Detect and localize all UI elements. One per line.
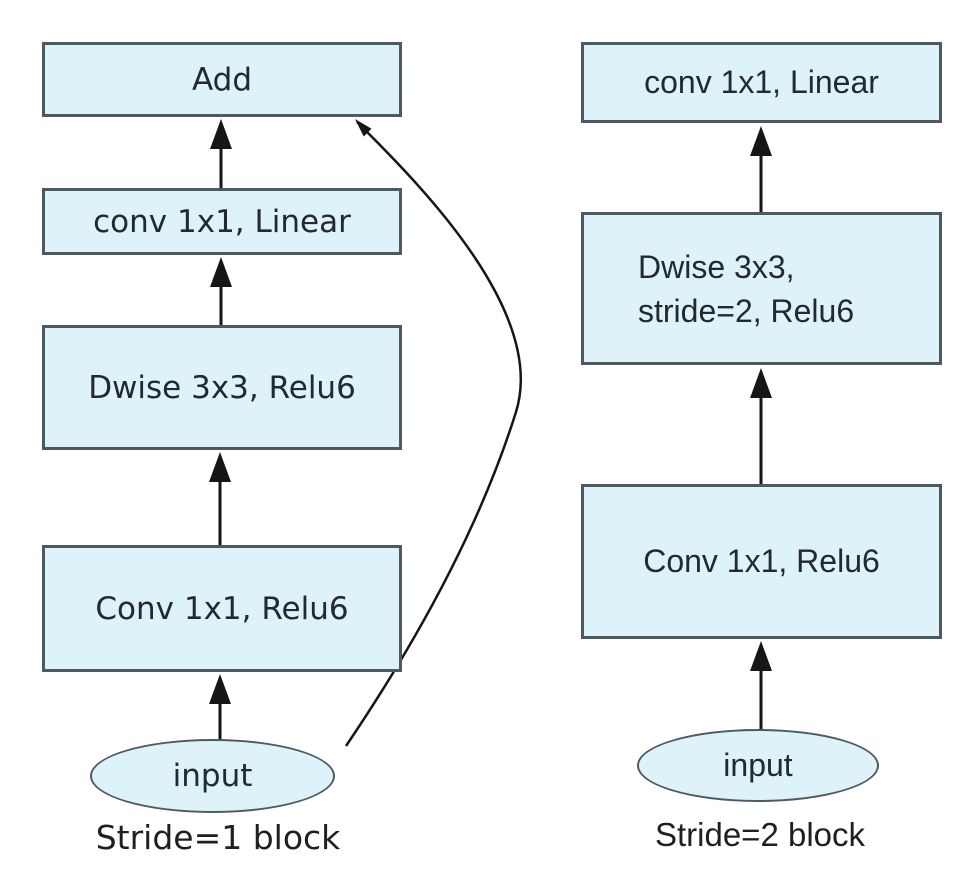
node-add-label: Add [191,61,253,98]
arrow-head [210,119,232,149]
arrow-left-convlinear-to-add [210,119,232,188]
arrow-right-dwise-to-convlinear [750,126,772,212]
caption-stride1-block: Stride=1 block [95,818,341,857]
skip-arrow-head [355,119,372,137]
node-conv-relu-left-label: Conv 1x1, Relu6 [95,590,349,627]
node-conv-relu-left: Conv 1x1, Relu6 [42,545,402,672]
node-conv-relu-right-label: Conv 1x1, Relu6 [643,543,880,579]
arrow-left-input-to-conv [209,674,231,741]
arrow-head [209,674,231,704]
caption-stride2-block: Stride=2 block [654,816,866,853]
node-dwise-right-line2: stride=2, Relu6 [638,292,855,329]
arrow-head [750,641,772,671]
node-conv-linear-left: conv 1x1, Linear [42,188,402,255]
arrow-head [750,368,772,398]
arrow-left-dwise-to-convlinear [210,257,232,325]
arrow-left-conv-to-dwise [209,452,231,545]
node-conv-linear-left-label: conv 1x1, Linear [93,203,351,240]
node-dwise-left: Dwise 3x3, Relu6 [42,325,402,450]
node-dwise-right-label: Dwise 3x3, stride=2, Relu6 [638,245,854,333]
arrow-right-conv-to-dwise [750,368,772,484]
node-dwise-right-line1: Dwise 3x3, [638,248,795,285]
arrow-head [210,257,232,287]
node-input-left: input [90,739,335,813]
node-input-right-label: input [723,747,793,783]
arrow-head [750,126,772,156]
node-conv-linear-right-label: conv 1x1, Linear [644,64,879,100]
node-dwise-right: Dwise 3x3, stride=2, Relu6 [581,212,942,365]
node-input-right: input [637,729,879,802]
node-conv-linear-right: conv 1x1, Linear [581,42,942,123]
node-dwise-left-label: Dwise 3x3, Relu6 [88,369,356,406]
node-input-left-label: input [172,758,253,794]
node-add: Add [42,42,402,117]
arrow-right-input-to-conv [750,641,772,729]
node-conv-relu-right: Conv 1x1, Relu6 [581,484,942,639]
arrow-head [209,452,231,482]
